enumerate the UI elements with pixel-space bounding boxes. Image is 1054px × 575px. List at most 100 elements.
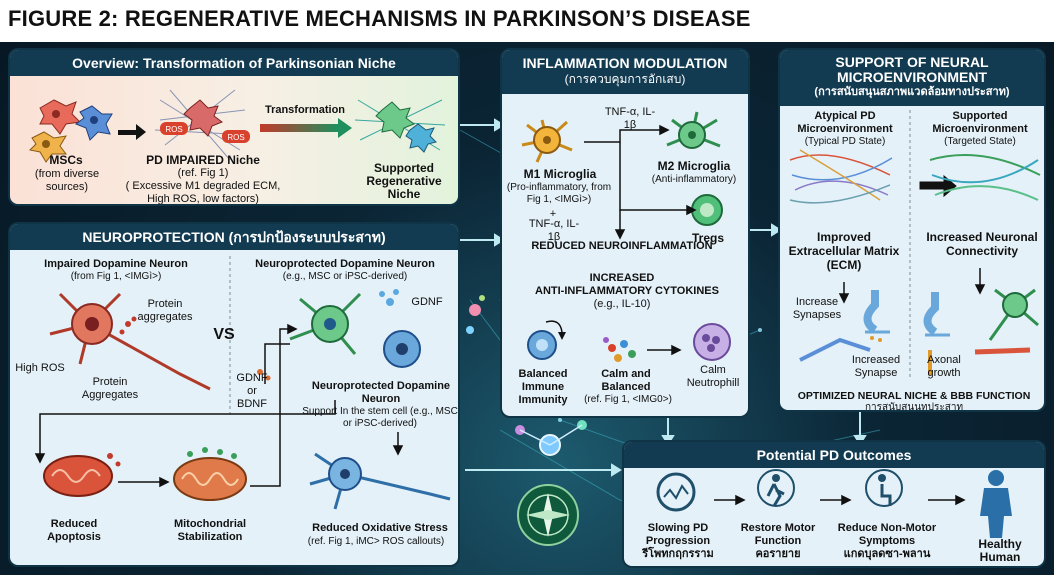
calm-neutrophil-icon — [693, 323, 731, 361]
mitochondria-stable-icon — [173, 447, 247, 501]
support-title-1: SUPPORT OF NEURAL — [835, 54, 989, 70]
m1-sub: (Pro-inflammatory, from Fig 1, <IMGì>) — [506, 182, 612, 205]
m1-title: M1 Microglia — [523, 167, 597, 181]
tregs-label: Tregs — [691, 231, 724, 245]
balanced-label: Balanced Immune Immunity — [518, 368, 568, 406]
anti-cyto: ANTI-INFLAMMATORY CYTOKINES — [535, 285, 719, 297]
np-sub: Support In the stem cell (e.g., MSC or i… — [302, 406, 458, 429]
np-title: Neuroprotected Dopamine Neuron — [311, 380, 451, 405]
inflammation-title: INFLAMMATION MODULATION — [522, 55, 728, 71]
improved-ecm: Improved Extracellular Matrix (ECM) — [788, 230, 900, 272]
axonal-label: Axonal growth — [927, 354, 961, 379]
inflammation-panel: INFLAMMATION MODULATION (การควบคุมการอัก… — [500, 48, 750, 418]
axonal-neuron-icon — [974, 288, 1039, 355]
protected-sub: (e.g., MSC or iPSC-derived) — [282, 271, 408, 282]
msc-cells-icon — [28, 99, 113, 163]
gauge-icon — [656, 472, 696, 512]
supported-label: Supported Regenerative Niche — [366, 161, 442, 201]
support-panel: SUPPORT OF NEURAL MICROENVIRONMENT (การส… — [778, 48, 1046, 412]
gdnf-top: GDNF — [411, 296, 443, 308]
optimized-label: OPTIMIZED NEURAL NICHE & BBB FUNCTION — [797, 390, 1031, 402]
m2-title: M2 Microglia — [657, 159, 731, 173]
figure-title: FIGURE 2: REGENERATIVE MECHANISMS IN PAR… — [8, 6, 751, 31]
atypical-sub: (Typical PD State) — [804, 136, 886, 147]
outcome-1-label: Slowing PD Progression — [645, 522, 711, 547]
walking-person-icon — [757, 469, 795, 507]
atypical-title: Atypical PD Microenvironment — [797, 110, 893, 135]
neuroprotection-title: NEUROPROTECTION (การปกป้องระบบประสาท) — [10, 224, 458, 250]
support-title-2: MICROENVIRONMENT — [836, 69, 988, 85]
increase-syn: Increase Synapses — [792, 296, 842, 321]
ros-tag-2: ROS — [227, 133, 244, 142]
central-node-icon — [515, 420, 587, 456]
mito-stab: Mitochondrial Stabilization — [173, 518, 247, 543]
synapse-icon-right — [923, 292, 950, 375]
calm-balanced: Calm and Balanced — [601, 368, 651, 393]
tnf-top: TNF-α, IL-1β — [604, 106, 656, 131]
overview-illustration: ROS ROS — [28, 89, 446, 163]
synapse-icon-left — [799, 290, 890, 362]
reduced-neuro: REDUCED NEUROINFLAMMATION — [531, 240, 713, 252]
m1-microglia-icon — [521, 119, 573, 163]
neuroprotection-illustration — [34, 256, 451, 510]
overview-panel: Overview: Transformation of Parkinsonian… — [8, 48, 460, 206]
optimized-th: การสนับสนุนทประสาท — [864, 402, 964, 412]
balanced-immune-icon — [527, 320, 566, 360]
overview-title: Overview: Transformation of Parkinsonian… — [10, 50, 458, 76]
atypical-ecm-icon — [789, 149, 893, 204]
calm-ref: (ref. Fig 1, <IMG0>) — [584, 394, 672, 405]
healthy-human-icon — [980, 470, 1012, 538]
supported-title: Supported Microenvironment — [932, 110, 1028, 135]
tregs-icon — [691, 194, 723, 226]
outcome-3-th: แกดบุลดซา-พลาน — [843, 548, 931, 560]
plus-sign: + — [549, 208, 557, 220]
gdnf-or-bdnf: GDNF or BDNF — [236, 372, 268, 410]
increased-label: INCREASED — [589, 272, 655, 284]
inflammation-illustration — [521, 111, 731, 362]
cytokine-dots-icon — [603, 337, 636, 362]
transformation-label: Transformation — [264, 104, 346, 116]
outcome-2-label: Restore Motor Function — [740, 522, 816, 547]
seated-person-icon — [865, 469, 903, 507]
supported-ecm-icon — [929, 154, 1041, 201]
tnf-bottom: TNF-α, IL-1β — [528, 218, 580, 243]
supported-niche-icon — [354, 99, 446, 153]
high-ros: High ROS — [15, 362, 65, 374]
msc-label: MSCs — [49, 153, 83, 167]
pd-ref: (ref. Fig 1) — [177, 167, 229, 179]
outcomes-illustration — [656, 469, 1012, 538]
calm-neutro: Calm Neutrophill — [686, 364, 740, 389]
outcome-2-th: คอรายาย — [755, 548, 801, 560]
protected-neuron-icon — [289, 292, 421, 368]
side-node-icon — [466, 295, 485, 334]
increased-conn: Increased Neuronal Connectivity — [926, 230, 1038, 258]
outcome-4-label: Healthy Human — [978, 537, 1022, 564]
protein-aggregates-2: Protein Aggregates — [81, 376, 139, 401]
m2-microglia-icon — [666, 111, 721, 149]
mitochondria-damaged-icon — [43, 453, 121, 497]
reduced-ox-ref: (ref. Fig 1, iMC> ROS callouts) — [307, 536, 445, 547]
reduced-apoptosis: Reduced Apoptosis — [47, 518, 101, 543]
outcome-3-label: Reduce Non-Motor Symptoms — [837, 522, 937, 547]
pd-label: PD IMPAIRED Niche — [146, 153, 260, 167]
reduced-ox: Reduced Oxidative Stress — [312, 522, 448, 534]
support-subtitle: (การสนับสนุนสภาพแวดล้อมทางประสาท) — [814, 86, 1010, 98]
impaired-ref: (from Fig 1, <IMGì>) — [70, 271, 162, 282]
increased-syn: Increased Synapse — [851, 354, 901, 379]
pd-niche-icon: ROS ROS — [154, 89, 251, 161]
outcomes-panel: Potential PD Outcomes Slowing PD Progres… — [622, 440, 1046, 568]
inflammation-subtitle: (การควบคุมการอักเสบ) — [564, 72, 686, 86]
supported-sub: (Targeted State) — [944, 136, 1016, 147]
ros-tag-1: ROS — [165, 125, 182, 134]
impaired-title: Impaired Dopamine Neuron — [44, 258, 188, 270]
compass-emblem-icon — [517, 484, 579, 546]
msc-sub: (from diverse sources) — [34, 168, 100, 193]
protein-aggregates-1: Protein aggregates — [137, 298, 193, 323]
np-neuron-icon — [309, 452, 451, 510]
outcomes-title: Potential PD Outcomes — [624, 442, 1044, 468]
neuroprotection-panel: NEUROPROTECTION (การปกป้องระบบประสาท) — [8, 222, 460, 567]
m2-sub: (Anti-inflammatory) — [651, 174, 737, 185]
protected-title: Neuroprotected Dopamine Neuron — [255, 258, 435, 270]
vs-label: VS — [213, 326, 235, 343]
